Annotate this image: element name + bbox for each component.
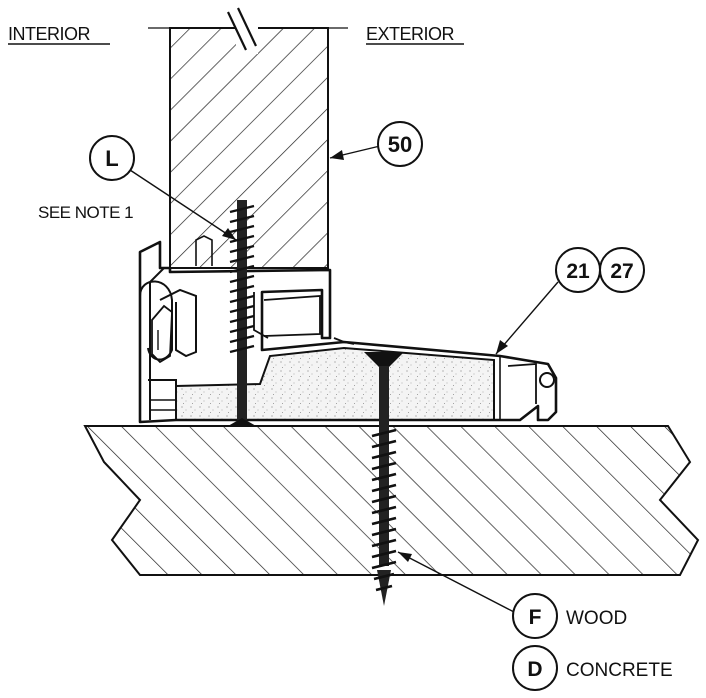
arrowhead-f: [398, 552, 412, 562]
callout-l: L: [89, 135, 135, 181]
callout-50: 50: [377, 121, 423, 167]
callout-50-text: 50: [388, 132, 412, 157]
see-note-label: SEE NOTE 1: [38, 203, 133, 222]
callout-d-text: D: [527, 658, 542, 681]
arrowhead-50: [330, 150, 344, 160]
callout-d: D: [512, 645, 558, 691]
arrowhead-l: [222, 228, 236, 240]
callout-f-text: F: [529, 606, 542, 629]
leader-l: [129, 169, 237, 241]
interior-label: INTERIOR: [8, 24, 91, 44]
legend-concrete-text: CONCRETE: [566, 660, 673, 681]
callout-27: 27: [599, 247, 645, 293]
floor-substrate: [83, 425, 700, 576]
leader-f: [397, 551, 515, 613]
callout-21: 21: [555, 247, 601, 293]
callout-27-text: 27: [610, 260, 633, 283]
screw-l: [228, 200, 256, 426]
sill-assembly: [138, 235, 558, 424]
leader-21-27: [495, 281, 559, 355]
legend-wood-text: WOOD: [566, 608, 627, 629]
exterior-label: EXTERIOR: [366, 24, 455, 44]
callout-l-text: L: [105, 146, 118, 171]
callout-21-text: 21: [566, 260, 590, 283]
arrowhead-21-27: [496, 340, 508, 354]
screw-anchor: [364, 352, 404, 606]
callout-f: F: [512, 593, 558, 639]
